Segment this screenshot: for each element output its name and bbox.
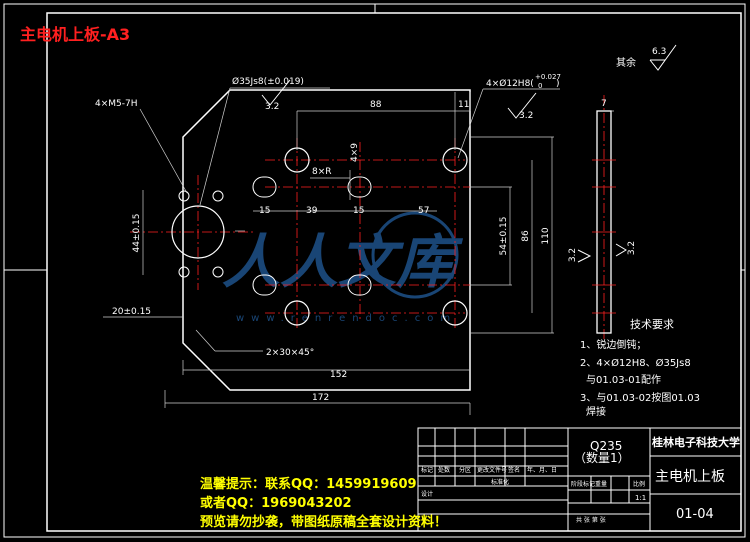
quantity-text: （数量1） — [574, 450, 630, 465]
pin-holes-tol-upper: +0.027 — [535, 73, 561, 81]
title-block-grid — [417, 427, 742, 532]
roughness-symbols — [261, 44, 677, 263]
dim-39: 39 — [306, 206, 318, 216]
watermark: 人人文库 www.renrendoc.com — [222, 211, 464, 324]
roughness-side-left: 3.2 — [568, 248, 578, 262]
center-lines — [130, 95, 605, 340]
dim-110: 110 — [541, 227, 551, 244]
label-sheet: 共 张 第 张 — [576, 516, 606, 524]
roughness-bore-value: 3.2 — [265, 102, 279, 112]
label-design: 设计 — [421, 490, 433, 498]
dim-15b: 15 — [353, 206, 364, 216]
callout-texts: 4×M5-7H Ø35Js8(±0.019) 4×Ø12H8( +0.027 0… — [95, 73, 561, 358]
pin-holes-callout: 4×Ø12H8( — [486, 78, 534, 89]
tech-req-line3: 与01.03-01配作 — [586, 374, 661, 386]
leader-lines — [139, 87, 560, 352]
dim-7: 7 — [601, 99, 607, 109]
slot-width-callout: 4×9 — [350, 143, 360, 162]
roughness-pin-value: 3.2 — [519, 111, 533, 121]
header-date: 年、月、日 — [527, 466, 557, 474]
label-standard: 标准化 — [491, 478, 509, 486]
label-stage: 阶段标记 — [571, 480, 595, 488]
roughness-side-right: 3.2 — [627, 241, 637, 255]
dim-152: 152 — [330, 370, 347, 380]
bore-callout: Ø35Js8(±0.019) — [232, 76, 304, 87]
dim-44: 44±0.15 — [132, 213, 142, 252]
chamfer-callout: 2×30×45° — [266, 348, 314, 358]
notice-line2: 或者QQ：1969043202 — [200, 495, 352, 511]
title-block-headers: 标记 处数 分区 更改文件号 签名 年、月、日 设计 标准化 阶段标记 重量 比… — [421, 466, 645, 524]
dimension-lines — [103, 92, 614, 415]
notice-line1: 温馨提示：联系QQ：1459919609 — [200, 476, 417, 492]
inner-border — [46, 12, 742, 532]
dim-86: 86 — [521, 230, 531, 242]
side-view-marks — [592, 159, 616, 314]
pin-holes-tol-lower: 0 — [538, 82, 542, 90]
tech-req-line4: 3、与01.03-02按图01.03 — [580, 391, 700, 404]
side-view — [596, 110, 612, 334]
tech-req-line2: 2、4×Ø12H8、Ø35Js8 — [580, 357, 691, 369]
dimension-texts: 88 11 7 15 39 15 57 44±0.15 54±0.15 86 1… — [112, 99, 607, 403]
tech-req-line5: 焊接 — [586, 405, 606, 418]
pin-holes-callout-close: ) — [556, 79, 560, 89]
header-count: 处数 — [438, 466, 450, 474]
counterbore-callout: 8×R — [312, 167, 332, 177]
material-text: Q235 — [590, 439, 622, 453]
sheet-title: 主电机上板-A3 — [20, 25, 130, 44]
header-change-doc: 更改文件号 — [477, 466, 507, 474]
school-name: 桂林电子科技大学 — [651, 435, 740, 449]
watermark-text: 人人文库 — [222, 228, 464, 296]
label-ratio: 比例 — [633, 480, 645, 488]
tech-req-title: 技术要求 — [630, 318, 674, 331]
dim-172: 172 — [312, 393, 329, 403]
scale-value: 1:1 — [635, 494, 646, 502]
dim-88: 88 — [370, 100, 382, 110]
dim-57: 57 — [418, 206, 429, 216]
dim-11: 11 — [458, 100, 469, 110]
header-sign: 签名 — [508, 466, 520, 474]
watermark-url: www.renrendoc.com — [236, 313, 457, 324]
threaded-holes — [178, 190, 224, 278]
dim-15a: 15 — [259, 206, 270, 216]
tech-requirements: 技术要求 1、锐边倒钝； 2、4×Ø12H8、Ø35Js8 与01.03-01配… — [580, 318, 700, 418]
notice: 温馨提示：联系QQ：1459919609 或者QQ：1969043202 预览请… — [200, 476, 447, 530]
dim-20: 20±0.15 — [112, 307, 151, 317]
part-name: 主电机上板 — [655, 469, 725, 485]
tech-req-line1: 1、锐边倒钝； — [580, 338, 646, 351]
label-weight: 重量 — [595, 480, 607, 488]
roughness-other-label: 其余 — [616, 56, 636, 69]
roughness-other-value: 6.3 — [652, 47, 666, 57]
header-zone: 分区 — [459, 466, 471, 474]
header-mark: 标记 — [421, 466, 433, 474]
plate-outline — [182, 89, 471, 391]
bore-hole — [171, 205, 225, 259]
watermark-ring — [371, 211, 459, 299]
thread-holes-callout: 4×M5-7H — [95, 99, 138, 109]
drawing-number: 01-04 — [676, 507, 714, 522]
counterbores — [252, 176, 372, 296]
notice-line3: 预览请勿抄袭，带图纸原稿全套设计资料！ — [200, 514, 447, 530]
dim-54: 54±0.15 — [499, 216, 509, 255]
